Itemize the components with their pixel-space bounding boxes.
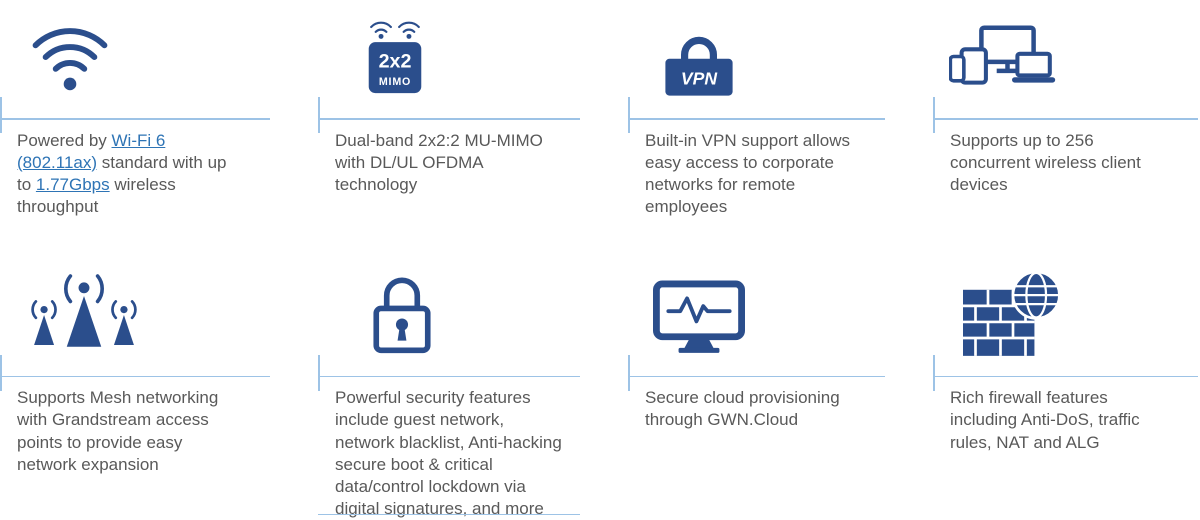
firewall-globe-icon <box>933 254 1198 376</box>
mesh-network-icon <box>0 254 270 376</box>
divider-line <box>933 102 1198 130</box>
divider-line <box>318 360 580 388</box>
feature-card-clients: Supports up to 256 concurrent wireless c… <box>933 0 1198 218</box>
feature-card-mesh: Supports Mesh networking with Grandstrea… <box>0 254 270 520</box>
padlock-icon <box>318 254 580 376</box>
vpn-icon: VPN <box>628 0 885 118</box>
text-segment: wireless throughput <box>17 174 176 216</box>
feature-text: Supports up to 256 concurrent wireless c… <box>950 130 1141 194</box>
text-segment: standard with up to <box>17 152 227 194</box>
feature-card-vpn: VPN Built-in VPN support allows easy acc… <box>628 0 885 218</box>
feature-card-firewall: Rich firewall features including Anti-Do… <box>933 254 1198 520</box>
mimo-icon-label-bottom: MIMO <box>379 76 411 88</box>
feature-text: Powerful security features include guest… <box>335 388 562 518</box>
mimo-2x2-icon-svg: 2x2 MIMO <box>368 21 422 94</box>
feature-text: Powered by Wi-Fi 6 (802.11ax) standard w… <box>0 130 229 218</box>
devices-icon <box>933 0 1198 118</box>
firewall-globe-icon-svg <box>963 270 1061 356</box>
feature-text: Built-in VPN support allows easy access … <box>645 130 851 216</box>
feature-text: Rich firewall features including Anti-Do… <box>950 388 1140 452</box>
vpn-icon-label: VPN <box>681 68 717 88</box>
divider-line <box>318 102 580 130</box>
text-segment: Powered by <box>17 130 112 150</box>
mimo-2x2-icon: 2x2 MIMO <box>318 0 580 118</box>
wifi-icon-svg <box>32 28 108 91</box>
mimo-icon-label-top: 2x2 <box>379 51 412 73</box>
divider-line <box>628 102 885 130</box>
feature-text: Dual-band 2x2:2 MU-MIMO with DL/UL OFDMA… <box>335 130 543 194</box>
wifi-icon <box>0 0 270 118</box>
mesh-network-icon-svg <box>31 274 137 347</box>
vpn-icon-svg: VPN <box>665 36 733 96</box>
feature-text: Secure cloud provisioning through GWN.Cl… <box>645 388 840 430</box>
feature-card-mimo: 2x2 MIMO Dual-band 2x2:2 MU-MIMO with DL… <box>318 0 580 218</box>
feature-card-cloud: Secure cloud provisioning through GWN.Cl… <box>628 254 885 520</box>
devices-icon-svg <box>949 25 1056 85</box>
link-speed[interactable]: 1.77Gbps <box>35 174 110 194</box>
monitor-pulse-icon-svg <box>653 280 745 353</box>
feature-card-wifi6: Powered by Wi-Fi 6 (802.11ax) standard w… <box>0 0 270 218</box>
feature-card-security: Powerful security features include guest… <box>318 254 580 520</box>
divider-line <box>628 360 885 388</box>
link-wifi6[interactable]: Wi-Fi 6 (802.11ax) <box>17 130 166 172</box>
feature-text: Supports Mesh networking with Grandstrea… <box>17 388 219 474</box>
padlock-icon-svg <box>373 277 431 353</box>
divider-line <box>933 360 1198 388</box>
partial-next-row-divider <box>318 513 580 515</box>
divider-line <box>0 360 270 388</box>
divider-line <box>0 102 270 130</box>
monitor-pulse-icon <box>628 254 885 376</box>
